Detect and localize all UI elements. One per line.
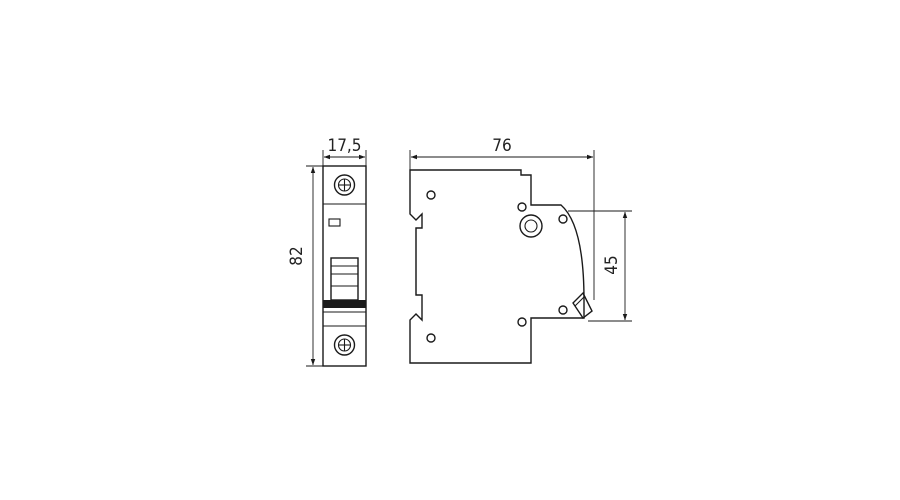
dimension-front-width: 17,5: [322, 136, 367, 166]
dimension-height: 82: [287, 165, 323, 367]
front-view: [322, 165, 367, 367]
dimension-side-depth-label: 76: [492, 136, 511, 156]
side-body-outline: [409, 169, 585, 364]
dimension-front-width-label: 17,5: [327, 136, 361, 156]
toggle-pivot-icon: [519, 214, 543, 238]
side-toggle-handle-edge: [574, 295, 586, 307]
dimension-rail-height: 45: [568, 210, 632, 322]
side-screw-top-mid: [517, 202, 527, 212]
side-screw-bottom-mid: [517, 317, 527, 327]
side-screw-bottom-right: [558, 305, 568, 315]
side-screw-top-right: [558, 214, 568, 224]
dimension-height-label: 82: [287, 246, 307, 265]
bottom-terminal-screw-icon: [333, 334, 356, 356]
indicator-window: [328, 218, 341, 227]
side-screw-bottom-left: [426, 333, 436, 343]
side-screw-top-left: [426, 190, 436, 200]
front-body-outline: [322, 165, 367, 367]
toggle-lever: [323, 257, 366, 308]
dimension-side-depth: 76: [409, 136, 595, 300]
side-view: [409, 169, 593, 364]
side-toggle-handle: [572, 291, 593, 320]
top-terminal-screw-icon: [333, 174, 356, 196]
dimension-rail-height-label: 45: [602, 255, 622, 274]
